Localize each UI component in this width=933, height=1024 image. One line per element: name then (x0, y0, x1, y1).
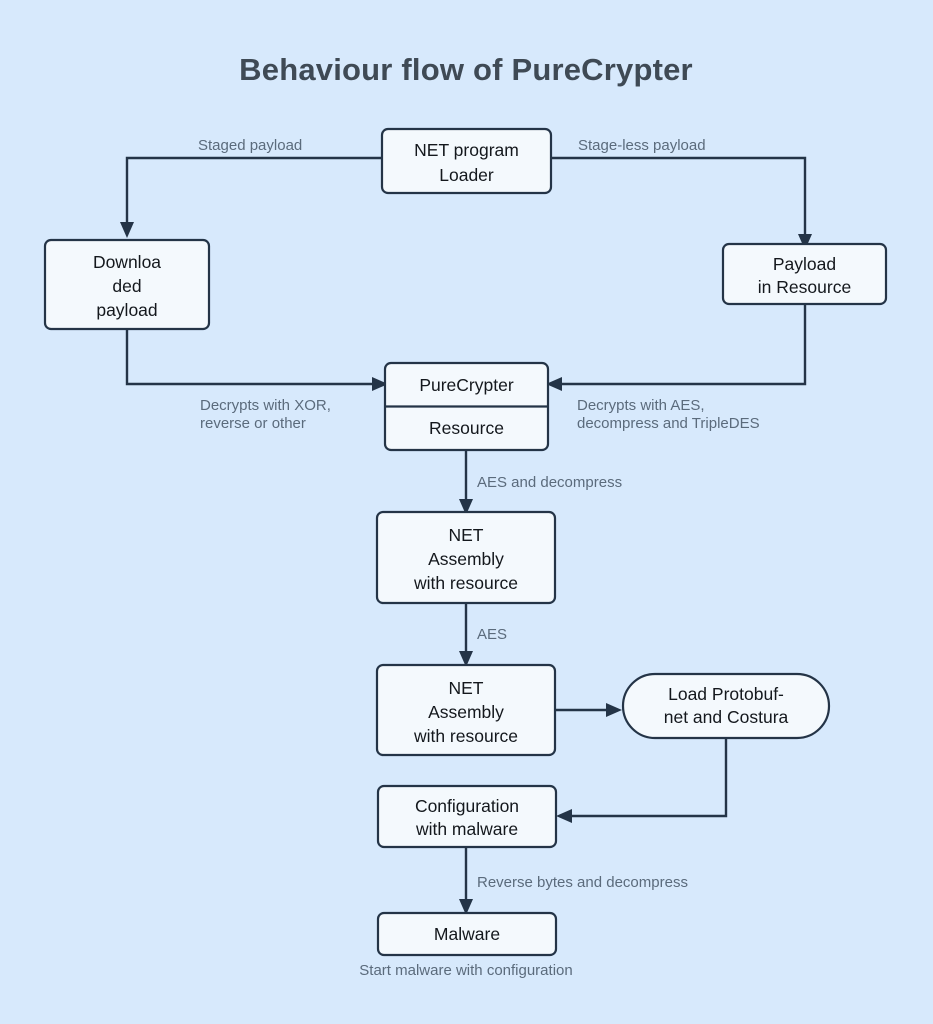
svg-text:Decrypts with AES,: Decrypts with AES, (577, 397, 705, 414)
svg-text:Decrypts with XOR,: Decrypts with XOR, (200, 397, 331, 414)
node-purecrypter[interactable]: PureCrypter Resource (383, 361, 550, 452)
edge-label-reverse-bytes: Reverse bytes and decompress (477, 874, 688, 891)
node-shape-stadium[interactable] (621, 672, 831, 740)
node-shape-rect[interactable] (376, 784, 558, 849)
node-label-line: with resource (413, 726, 518, 746)
node-label-line: in Resource (758, 277, 851, 297)
node-label-line: Load Protobuf- (668, 684, 784, 704)
edge-line (558, 303, 807, 386)
edge-label-decrypts-xor: Decrypts with XOR, reverse or other (200, 397, 331, 432)
arrowhead-icon (372, 377, 388, 391)
svg-text:decompress and TripleDES: decompress and TripleDES (577, 415, 760, 432)
page-title: Behaviour flow of PureCrypter (239, 52, 693, 87)
edge-configuration-to-malware (459, 847, 473, 915)
arrowhead-icon (459, 651, 473, 667)
node-label-line: Assembly (428, 549, 504, 569)
node-label-line: NET (449, 525, 484, 545)
node-label-line: payload (96, 300, 157, 320)
arrowhead-icon (459, 499, 473, 515)
edge-line (125, 156, 382, 226)
node-net-assembly-1[interactable]: NET Assembly with resource (375, 510, 557, 605)
node-label-line: with resource (413, 573, 518, 593)
arrowhead-icon (556, 809, 572, 823)
node-downloaded-payload[interactable]: Downloa ded payload (43, 238, 211, 331)
node-label-line: PureCrypter (419, 375, 514, 395)
edge-payload-resource-to-purecrypter (546, 303, 807, 391)
arrowhead-icon (546, 377, 562, 391)
edge-purecrypter-to-assembly1 (459, 450, 473, 515)
arrowhead-icon (606, 703, 622, 717)
node-configuration[interactable]: Configuration with malware (376, 784, 558, 849)
svg-text:reverse or other: reverse or other (200, 415, 306, 432)
edge-label-aes: AES (477, 626, 507, 643)
arrowhead-icon (459, 899, 473, 915)
diagram-caption: Start malware with configuration (359, 962, 572, 979)
node-label-line: Downloa (93, 252, 161, 272)
node-label-line: NET (449, 678, 484, 698)
node-shape-rect[interactable] (375, 663, 557, 757)
edge-line (551, 156, 807, 238)
node-label-line: net and Costura (664, 707, 789, 727)
node-load-protobuf[interactable]: Load Protobuf- net and Costura (621, 672, 831, 740)
edge-line (125, 326, 376, 386)
node-shape-rect[interactable] (721, 242, 888, 306)
node-net-assembly-2[interactable]: NET Assembly with resource (375, 663, 557, 757)
node-label-line: Loader (439, 165, 494, 185)
edge-downloaded-to-purecrypter (125, 326, 388, 391)
edge-label-stageless-payload: Stage-less payload (578, 137, 706, 154)
node-loader[interactable]: NET program Loader (380, 127, 553, 195)
edge-protobuf-to-configuration (556, 738, 728, 823)
node-label-line: NET program (414, 140, 519, 160)
node-label-line: Configuration (415, 796, 519, 816)
node-label-line: Payload (773, 254, 836, 274)
edge-loader-to-downloaded (120, 156, 382, 238)
node-shape-rect[interactable] (376, 911, 558, 957)
arrowhead-icon (120, 222, 134, 238)
node-shape-rect[interactable] (43, 238, 211, 331)
node-label-line: ded (112, 276, 141, 296)
edge-loader-to-payload-resource (551, 156, 812, 250)
arrowhead-icon (798, 234, 812, 250)
edge-assembly2-to-protobuf (556, 703, 622, 717)
node-label-line: Resource (429, 418, 504, 438)
node-label-line: with malware (415, 819, 518, 839)
edge-label-aes-and-decompress: AES and decompress (477, 474, 622, 491)
node-shape-rect[interactable] (375, 510, 557, 605)
node-label-line: Malware (434, 924, 500, 944)
node-malware[interactable]: Malware (376, 911, 558, 957)
node-shape-rect[interactable] (380, 127, 553, 195)
edge-label-decrypts-aes: Decrypts with AES, decompress and Triple… (577, 397, 760, 432)
edge-label-staged-payload: Staged payload (198, 137, 302, 154)
node-label-line: Assembly (428, 702, 504, 722)
node-payload-in-resource[interactable]: Payload in Resource (721, 242, 888, 306)
edge-line (568, 738, 728, 818)
edge-assembly1-to-assembly2 (459, 604, 473, 667)
